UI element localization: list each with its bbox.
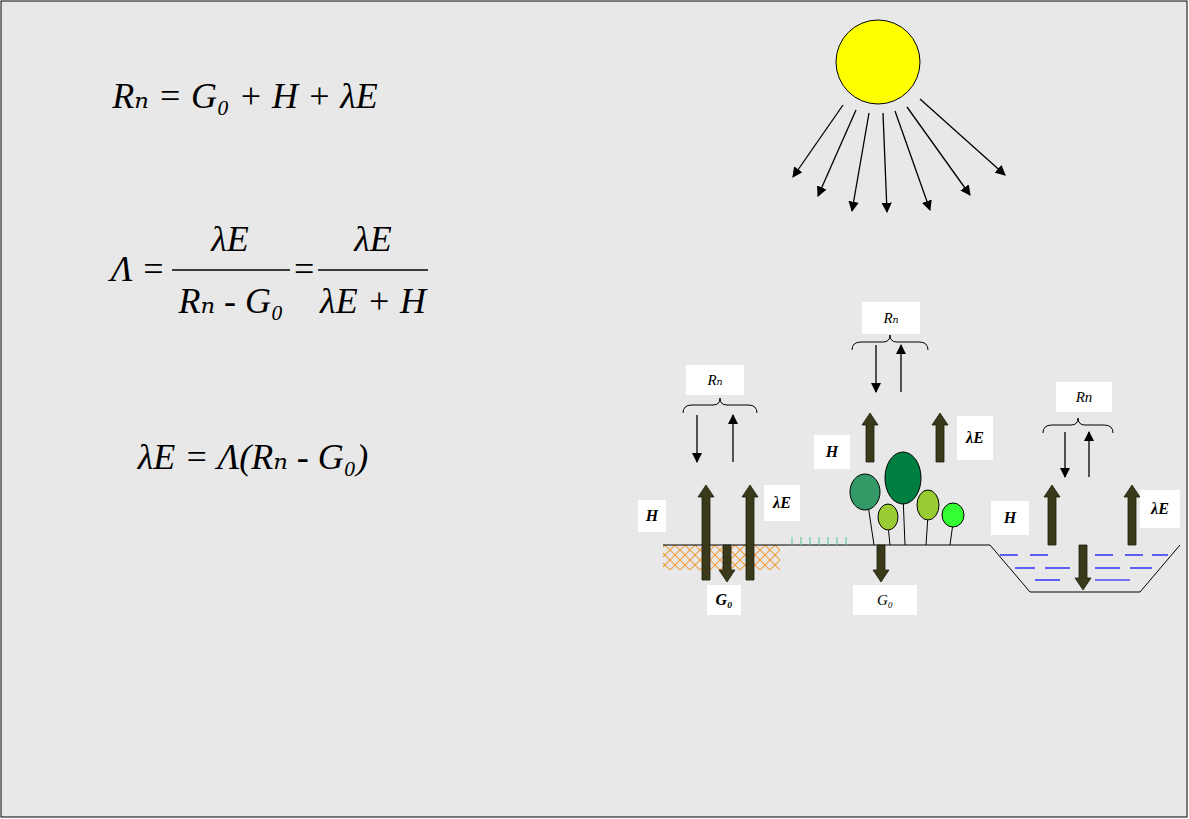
- equation-part: λE: [354, 220, 392, 260]
- equation-part: Rₙ - G₀: [178, 282, 283, 322]
- equation-part: λE + H: [320, 282, 426, 322]
- flux-label: Rₙ: [686, 365, 744, 395]
- flux-label: λE: [1140, 490, 1180, 528]
- equation: Rₙ = G₀ + H + λE: [112, 77, 378, 117]
- equation: λE = Λ(Rₙ - G₀): [138, 438, 369, 478]
- equation-part: =: [292, 250, 316, 290]
- flux-label: λE: [957, 416, 993, 460]
- fraction-bar: [172, 269, 290, 271]
- plants: [850, 452, 964, 545]
- fraction-bar: [318, 269, 428, 271]
- flux-arrows: [698, 413, 1140, 590]
- equation-part: λE: [211, 220, 249, 260]
- flux-label: Rₙ: [862, 302, 920, 334]
- braces: [683, 335, 1113, 433]
- flux-label: H: [991, 501, 1029, 535]
- equation-part: Λ =: [111, 250, 165, 290]
- radiation-arrows: [697, 345, 1089, 477]
- flux-label: λE: [764, 485, 800, 521]
- sun: [836, 20, 920, 104]
- flux-label: H: [638, 500, 666, 532]
- flux-label: G₀: [707, 585, 741, 615]
- soil-hatch: [663, 545, 780, 570]
- flux-label: Rn: [1056, 382, 1112, 412]
- flux-label: H: [814, 435, 850, 469]
- flux-label: G₀: [853, 585, 917, 615]
- grass: [792, 537, 846, 545]
- sun-rays: [793, 99, 1005, 212]
